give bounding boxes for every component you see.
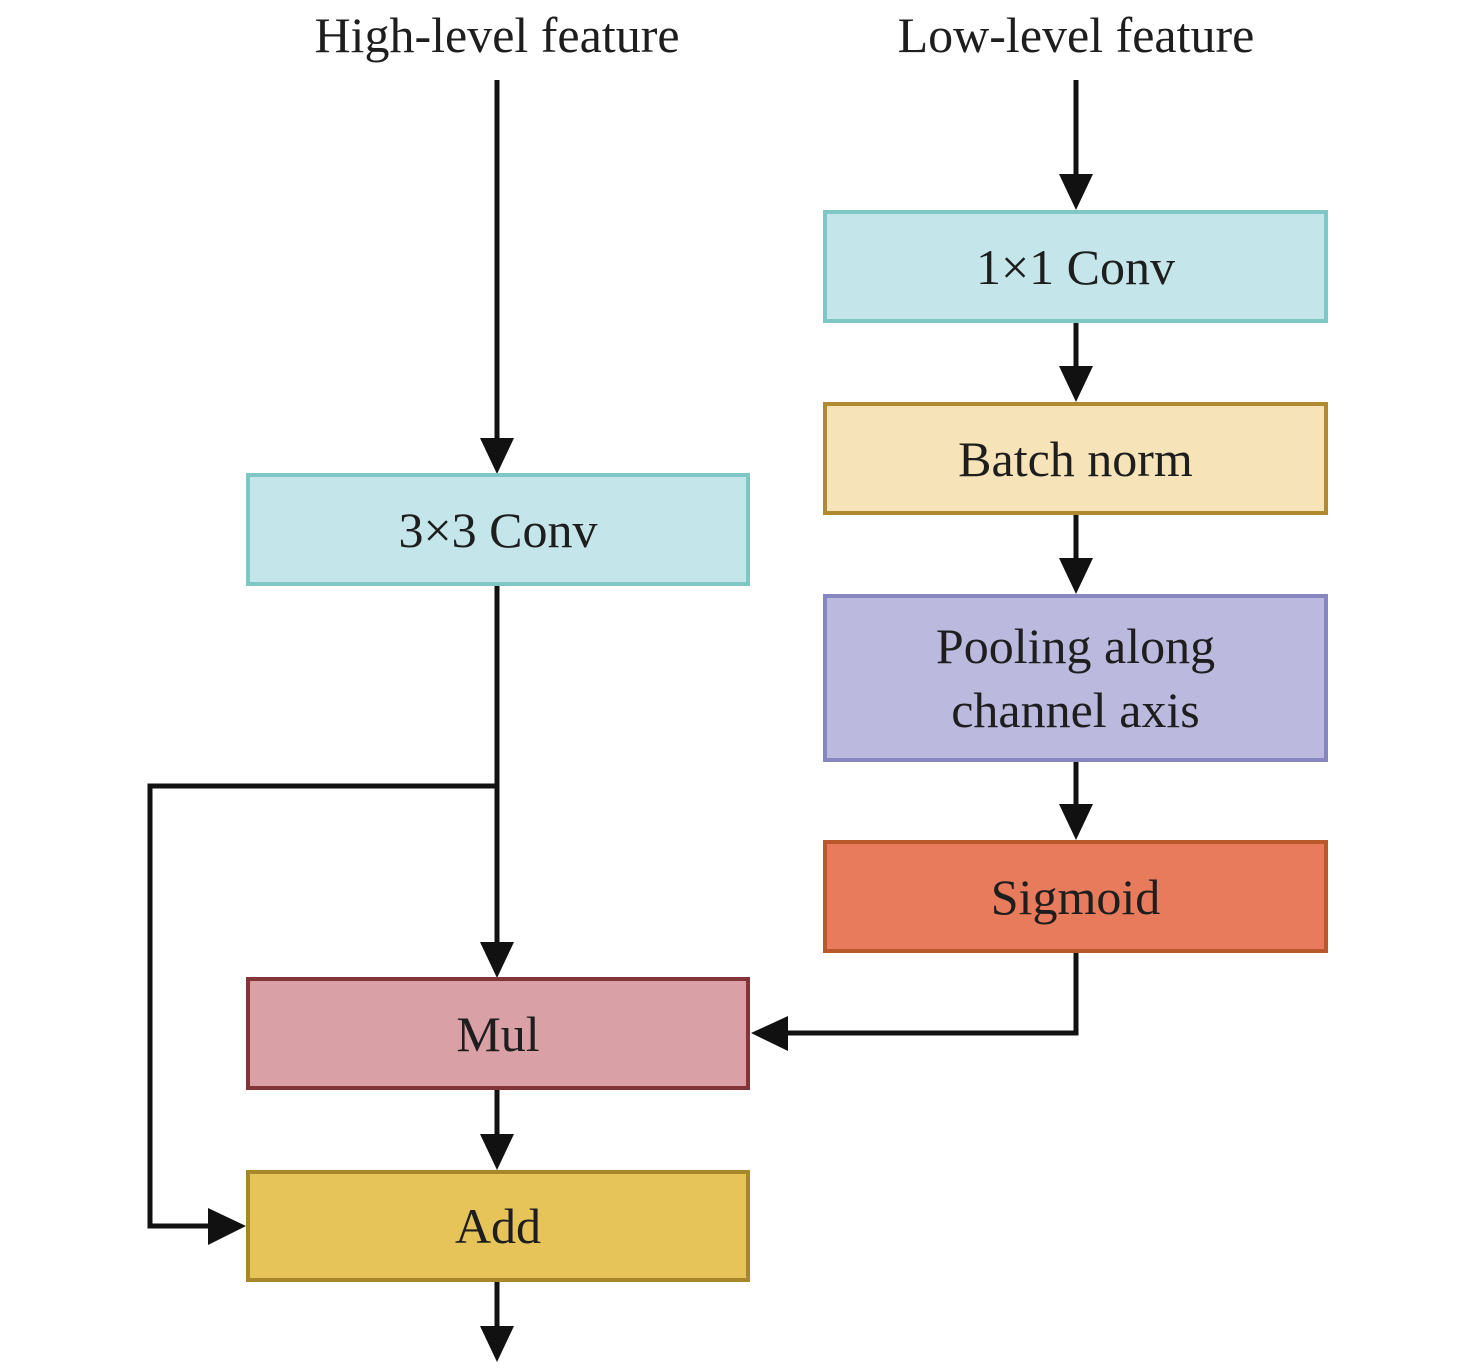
- mul-box: Mul: [246, 977, 750, 1090]
- arrowhead-icon: [480, 1134, 514, 1170]
- arrowhead-icon: [208, 1208, 246, 1245]
- pooling-label-line1: Pooling along: [935, 618, 1216, 674]
- arrowhead-icon: [751, 1016, 788, 1051]
- conv3x3-box: 3×3 Conv: [246, 473, 750, 586]
- batch-norm-box: Batch norm: [823, 402, 1328, 515]
- pooling-box: Pooling along channel axis: [823, 594, 1328, 762]
- sigmoid-label: Sigmoid: [990, 868, 1161, 925]
- batch-norm-label: Batch norm: [958, 430, 1193, 487]
- pooling-label-line2: channel axis: [951, 682, 1200, 738]
- edge-sigmoid-to-mul: [786, 952, 1079, 1036]
- add-label: Add: [454, 1198, 542, 1254]
- arrowhead-icon: [1059, 174, 1093, 210]
- edge-skip-to-add: [147, 783, 497, 1229]
- low-level-feature-label: Low-level feature: [897, 7, 1255, 63]
- arrowhead-icon: [1059, 558, 1093, 594]
- conv3x3-label: 3×3 Conv: [398, 501, 598, 558]
- arrowhead-icon: [480, 438, 514, 474]
- high-level-feature-label: High-level feature: [314, 7, 680, 63]
- arrowhead-icon: [480, 942, 514, 978]
- mul-label: Mul: [456, 1005, 540, 1062]
- conv1x1-box: 1×1 Conv: [823, 210, 1328, 323]
- conv1x1-label: 1×1 Conv: [975, 238, 1176, 295]
- sigmoid-box: Sigmoid: [823, 840, 1328, 953]
- arrowhead-icon: [1059, 366, 1093, 402]
- add-box: Add: [246, 1170, 750, 1282]
- arrowhead-icon: [480, 1326, 514, 1362]
- arrowhead-icon: [1059, 804, 1093, 840]
